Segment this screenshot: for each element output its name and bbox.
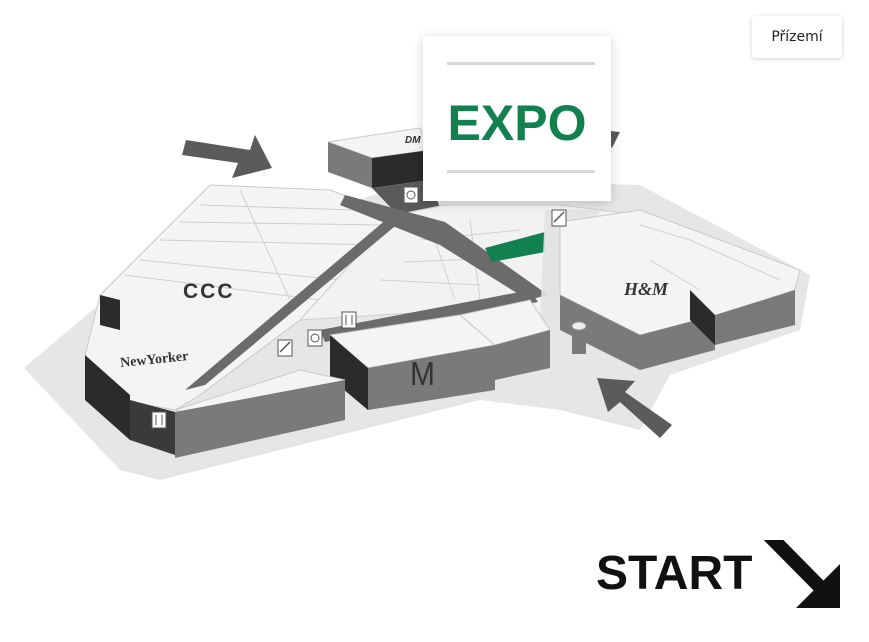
corridor-diagonal-west bbox=[185, 218, 400, 390]
escalator-icon[interactable] bbox=[277, 339, 293, 357]
expo-card[interactable]: EXPO bbox=[423, 36, 611, 201]
escalator-icon[interactable] bbox=[551, 209, 567, 227]
south-block-front bbox=[175, 380, 345, 458]
east-wing-store-dividers bbox=[639, 224, 781, 291]
east-wing-wall-right bbox=[715, 290, 795, 345]
expo-card-rule-top bbox=[447, 62, 595, 65]
north-block-wall bbox=[328, 142, 372, 188]
floor-selector-button[interactable]: Přízemí bbox=[752, 16, 842, 58]
store-label-hm[interactable]: H&M bbox=[623, 279, 669, 299]
mcdonalds-block-front bbox=[368, 345, 495, 410]
store-label-new-yorker[interactable]: NewYorker bbox=[119, 349, 189, 371]
start-link[interactable]: START bbox=[596, 540, 846, 610]
elevator-icon[interactable] bbox=[307, 329, 323, 347]
west-wing-store-dividers bbox=[124, 189, 386, 301]
east-wing-wall-dark bbox=[690, 290, 715, 345]
mcdonalds-block-left bbox=[330, 335, 368, 410]
expo-highlight bbox=[485, 232, 545, 262]
toilet-icon[interactable] bbox=[341, 311, 357, 329]
entrance-arrow-icon bbox=[182, 135, 272, 178]
toilet-icon[interactable] bbox=[151, 411, 167, 429]
start-label: START bbox=[596, 547, 753, 600]
east-wing-wall-front bbox=[560, 295, 640, 370]
corridor-diagonal-north bbox=[340, 195, 548, 300]
pillar bbox=[572, 326, 586, 354]
north-block-wall2 bbox=[372, 150, 430, 188]
elevator-icon[interactable] bbox=[403, 186, 419, 204]
start-arrow-icon bbox=[763, 540, 840, 608]
store-label-ccc[interactable]: CCC bbox=[183, 280, 235, 303]
west-wing-wall-front bbox=[85, 355, 130, 440]
expo-title: EXPO bbox=[447, 95, 587, 151]
store-label-dm[interactable]: DM bbox=[405, 135, 421, 146]
entrance-arrow-icon bbox=[597, 378, 672, 438]
expo-card-rule-bottom bbox=[447, 170, 595, 173]
pillar-top bbox=[571, 321, 587, 331]
east-block-front bbox=[495, 330, 550, 380]
store-label-mcdonalds[interactable]: M bbox=[410, 355, 435, 393]
west-wing-wall-left bbox=[100, 295, 120, 330]
east-wing-wall-mid bbox=[640, 315, 715, 370]
